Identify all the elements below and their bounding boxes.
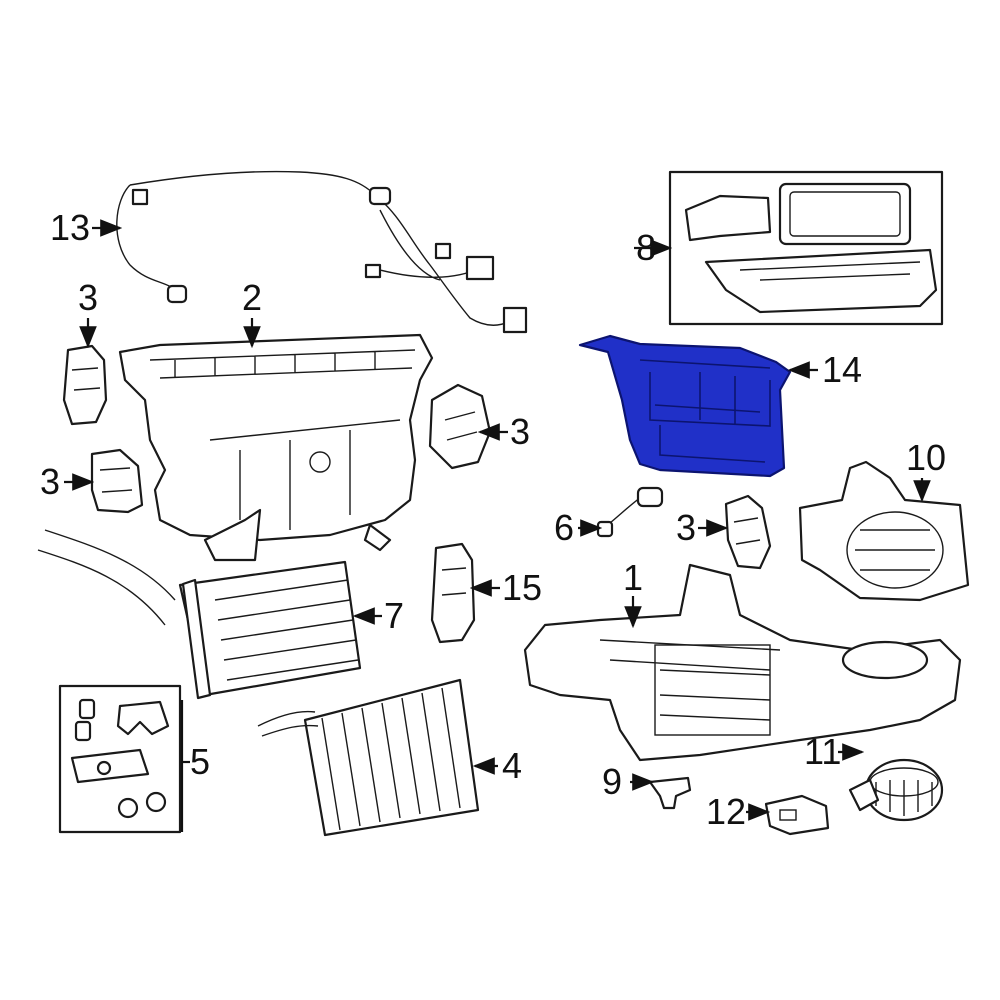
heater-core-part[interactable] [37, 529, 362, 700]
drain-valve-part[interactable] [648, 776, 692, 810]
wiring-harness-part[interactable] [116, 170, 528, 334]
callout-6: 6 [554, 507, 574, 548]
blower-resistor-part[interactable] [764, 794, 830, 836]
callout-1: 1 [623, 557, 643, 598]
evaporator-housing-highlighted-part[interactable] [578, 334, 792, 478]
expansion-valve-kit-part[interactable] [58, 684, 182, 834]
callout-9: 9 [602, 761, 622, 802]
callout-labels: 13 3 2 3 3 8 14 10 6 3 15 7 1 5 4 9 11 1… [40, 207, 946, 832]
actuator-upper-left-part[interactable] [62, 344, 108, 426]
temperature-sensor-part[interactable] [596, 486, 664, 538]
blower-housing-part[interactable] [798, 460, 970, 602]
hvac-case-lower-part[interactable] [523, 563, 962, 762]
blower-motor-part[interactable] [848, 758, 944, 822]
callout-5: 5 [190, 741, 210, 782]
callout-7: 7 [384, 595, 404, 636]
evaporator-core-part[interactable] [257, 678, 480, 837]
hvac-case-upper-part[interactable] [118, 333, 434, 562]
callout-11: 11 [804, 731, 841, 772]
callout-3-upper-left: 3 [78, 277, 98, 318]
actuator-middle-left-part[interactable] [90, 448, 144, 514]
callout-3-center: 3 [510, 411, 530, 452]
actuator-center-part[interactable] [428, 383, 492, 470]
callout-13: 13 [50, 207, 90, 248]
callout-3-middle-left: 3 [40, 461, 60, 502]
callout-15: 15 [502, 567, 542, 608]
callout-8: 8 [636, 227, 656, 268]
callout-14: 14 [822, 349, 862, 390]
seal-kit-part[interactable] [668, 170, 944, 326]
callout-4: 4 [502, 745, 522, 786]
actuator-right-part[interactable] [724, 494, 772, 570]
callout-12: 12 [706, 791, 746, 832]
callout-3-right: 3 [676, 507, 696, 548]
callout-10: 10 [906, 437, 946, 478]
control-module-part[interactable] [430, 542, 476, 644]
callout-2: 2 [242, 277, 262, 318]
leader-arrows [64, 219, 931, 832]
